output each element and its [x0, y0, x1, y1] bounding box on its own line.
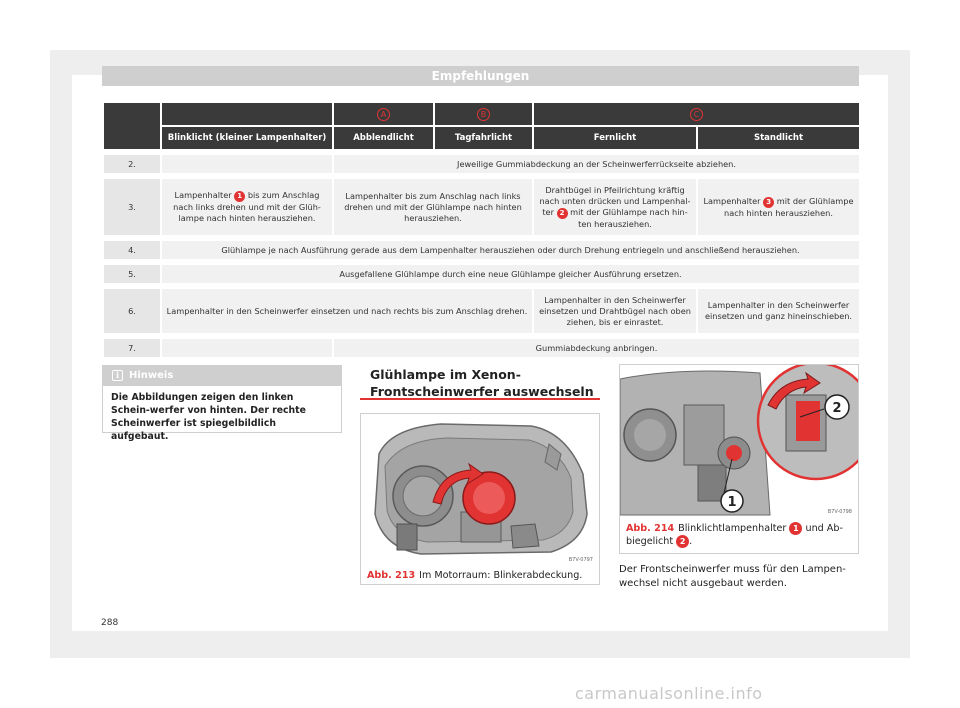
- headlamp-illustration: [361, 414, 599, 566]
- figure-code: B7V-0798: [827, 509, 852, 515]
- ref-marker: 3: [763, 196, 775, 208]
- step-cell-empty: [160, 337, 334, 359]
- page-number: 288: [101, 618, 119, 628]
- body-paragraph: Der Frontscheinwerfer muss für den Lampe…: [619, 564, 846, 589]
- step-number: 4.: [102, 239, 162, 261]
- step-cell: Drahtbügel in Pfeilrichtung kräftig nach…: [532, 177, 698, 237]
- step-number: 3.: [102, 177, 162, 237]
- callout-2: 2: [832, 401, 841, 416]
- step-text: Glühlampe je nach Ausführung gerade aus …: [160, 239, 861, 261]
- table-row: 6. Lampenhalter in den Scheinwerfer eins…: [102, 287, 861, 335]
- hint-box: i Hinweis Die Abbildungen zeigen den lin…: [102, 365, 342, 442]
- hint-header: i Hinweis: [103, 366, 341, 386]
- step-cell-empty: [160, 153, 334, 175]
- section-header: Empfehlungen: [102, 66, 859, 86]
- group-empty: [160, 101, 334, 127]
- headlamp-closeup-illustration: 2 1: [620, 365, 858, 518]
- table-row: 2. Jeweilige Gummiabdeckung an der Schei…: [102, 153, 861, 175]
- table-group-row: A B C: [102, 101, 861, 151]
- hint-title: Hinweis: [129, 370, 174, 381]
- ref-marker: 1: [234, 191, 246, 202]
- step-cell: Lampenhalter bis zum Anschlag nach links…: [332, 177, 534, 237]
- figure-code: B7V-0797: [568, 557, 593, 563]
- step-number: 6.: [102, 287, 162, 335]
- section-underline: [360, 398, 600, 400]
- step-text: Gummiabdeckung anbringen.: [332, 337, 861, 359]
- step-cell: Lampenhalter 1 bis zum Anschlag nach lin…: [160, 177, 334, 237]
- recommendations-table: A B C Blinklicht (kleiner Lampenhalter) …: [102, 101, 861, 359]
- callout-1: 1: [727, 495, 736, 510]
- figure-213-image: [361, 414, 599, 566]
- ref-marker: 2: [556, 207, 568, 219]
- group-c: C: [532, 101, 861, 127]
- table-header-row: Blinklicht (kleiner Lampenhalter) Abblen…: [103, 125, 861, 151]
- group-a: A: [332, 101, 435, 127]
- step-number: 2.: [102, 153, 162, 175]
- step-cell: Lampenhalter in den Scheinwerfer einsetz…: [532, 287, 698, 335]
- table-row: 7. Gummiabdeckung anbringen.: [102, 337, 861, 359]
- col-tagfahrlicht: Tagfahrlicht: [433, 125, 534, 151]
- step-number: 5.: [102, 263, 162, 285]
- section-title: Glühlampe im Xenon-Frontscheinwerfer aus…: [370, 367, 594, 399]
- step-text: Ausgefallene Glühlampe durch eine neue G…: [160, 263, 861, 285]
- ref-marker: 2: [676, 535, 690, 548]
- col-blinklicht: Blinklicht (kleiner Lampenhalter): [160, 125, 334, 151]
- step-text: Jeweilige Gummiabdeckung an der Scheinwe…: [332, 153, 861, 175]
- ref-marker: 1: [789, 522, 803, 535]
- step-cell: Lampenhalter in den Scheinwerfer einsetz…: [696, 287, 861, 335]
- watermark-text: carmanualsonline.info: [575, 684, 763, 703]
- figure-214-image: 2 1: [620, 365, 858, 518]
- table-row: 3. Lampenhalter 1 bis zum Anschlag nach …: [102, 177, 861, 237]
- group-b: B: [433, 101, 534, 127]
- step-cell: Lampenhalter 3 mit der Glühlampe nach hi…: [696, 177, 861, 237]
- col-fernlicht: Fernlicht: [532, 125, 698, 151]
- hint-text: Die Abbildungen zeigen den linken Schein…: [111, 392, 306, 442]
- table-row: 4. Glühlampe je nach Ausführung gerade a…: [102, 239, 861, 261]
- info-icon: i: [112, 370, 123, 381]
- step-number: 7.: [102, 337, 162, 359]
- step-cell: Lampenhalter in den Scheinwerfer einsetz…: [160, 287, 534, 335]
- table-row: 5. Ausgefallene Glühlampe durch eine neu…: [102, 263, 861, 285]
- col-standlicht: Standlicht: [696, 125, 861, 151]
- col-abblendlicht: Abblendlicht: [332, 125, 435, 151]
- table-corner: [102, 101, 162, 151]
